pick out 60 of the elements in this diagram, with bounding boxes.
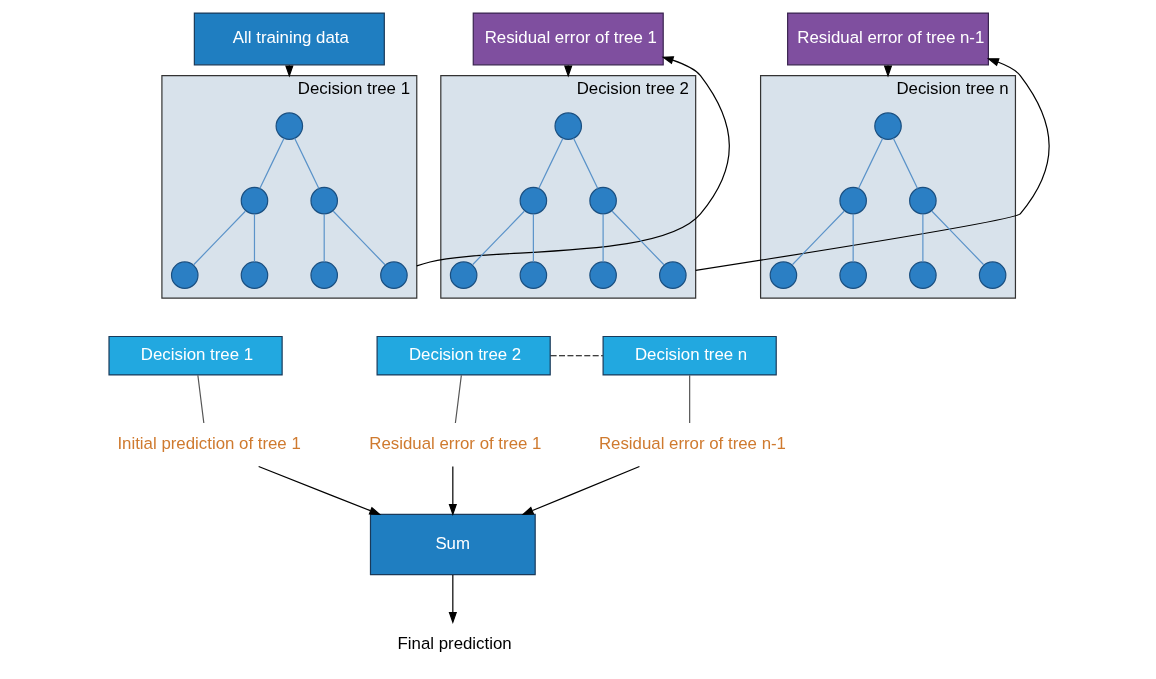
connector: [258, 137, 285, 189]
node-box: Decision tree 1: [107, 335, 283, 376]
connector: [537, 137, 564, 189]
node-text: Residual error of tree n-1: [598, 434, 786, 454]
connector: [454, 374, 462, 424]
node-circle: [240, 261, 268, 289]
node-circle: [908, 261, 937, 289]
node-circle: [309, 261, 338, 289]
connector: [572, 137, 598, 189]
cluster: Decision tree 1: [160, 75, 417, 299]
connector: [532, 213, 534, 263]
node-circle: [588, 261, 617, 289]
node-box: Decision tree n: [602, 335, 777, 376]
connector: [549, 355, 603, 357]
arrow: [415, 56, 730, 267]
connector: [688, 374, 690, 424]
connector: [852, 213, 854, 263]
connector: [293, 137, 319, 189]
node-circle: [553, 112, 582, 140]
node-circle: [838, 261, 867, 289]
connector: [192, 210, 246, 266]
arrow: [448, 574, 457, 624]
node-text: Residual error of tree 1: [368, 434, 541, 454]
arrow: [257, 465, 381, 515]
node-circle: [769, 261, 797, 289]
node-circle: [873, 112, 902, 140]
arrow: [694, 58, 1050, 272]
arrow: [448, 465, 457, 516]
node-circle: [978, 261, 1006, 289]
node-box: Sum: [369, 513, 536, 576]
node-text: Initial prediction of tree 1: [116, 434, 301, 454]
connector: [611, 210, 665, 266]
connector: [196, 374, 204, 424]
node-circle: [309, 186, 338, 215]
connector: [471, 210, 525, 266]
connector: [930, 210, 984, 266]
node-circle: [240, 186, 268, 215]
node-circle: [519, 261, 547, 289]
cluster: Decision tree 2: [439, 75, 696, 299]
connector: [602, 213, 604, 263]
node-circle: [908, 186, 937, 215]
connector: [892, 137, 918, 189]
node-text: Final prediction: [397, 633, 512, 653]
node-box: Decision tree 2: [376, 335, 551, 376]
node-circle: [658, 261, 687, 289]
arrow: [521, 465, 640, 515]
connector: [921, 213, 923, 263]
node-circle: [449, 261, 477, 289]
node-circle: [838, 186, 867, 215]
connector: [791, 210, 845, 266]
connector: [253, 213, 255, 263]
cluster: Decision tree n: [759, 75, 1016, 299]
node-circle: [275, 112, 303, 140]
node-circle: [519, 186, 547, 215]
node-circle: [588, 186, 617, 215]
node-circle: [170, 261, 199, 289]
connector: [857, 137, 883, 189]
connector: [323, 213, 325, 263]
node-circle: [379, 261, 408, 289]
connector: [332, 210, 386, 266]
